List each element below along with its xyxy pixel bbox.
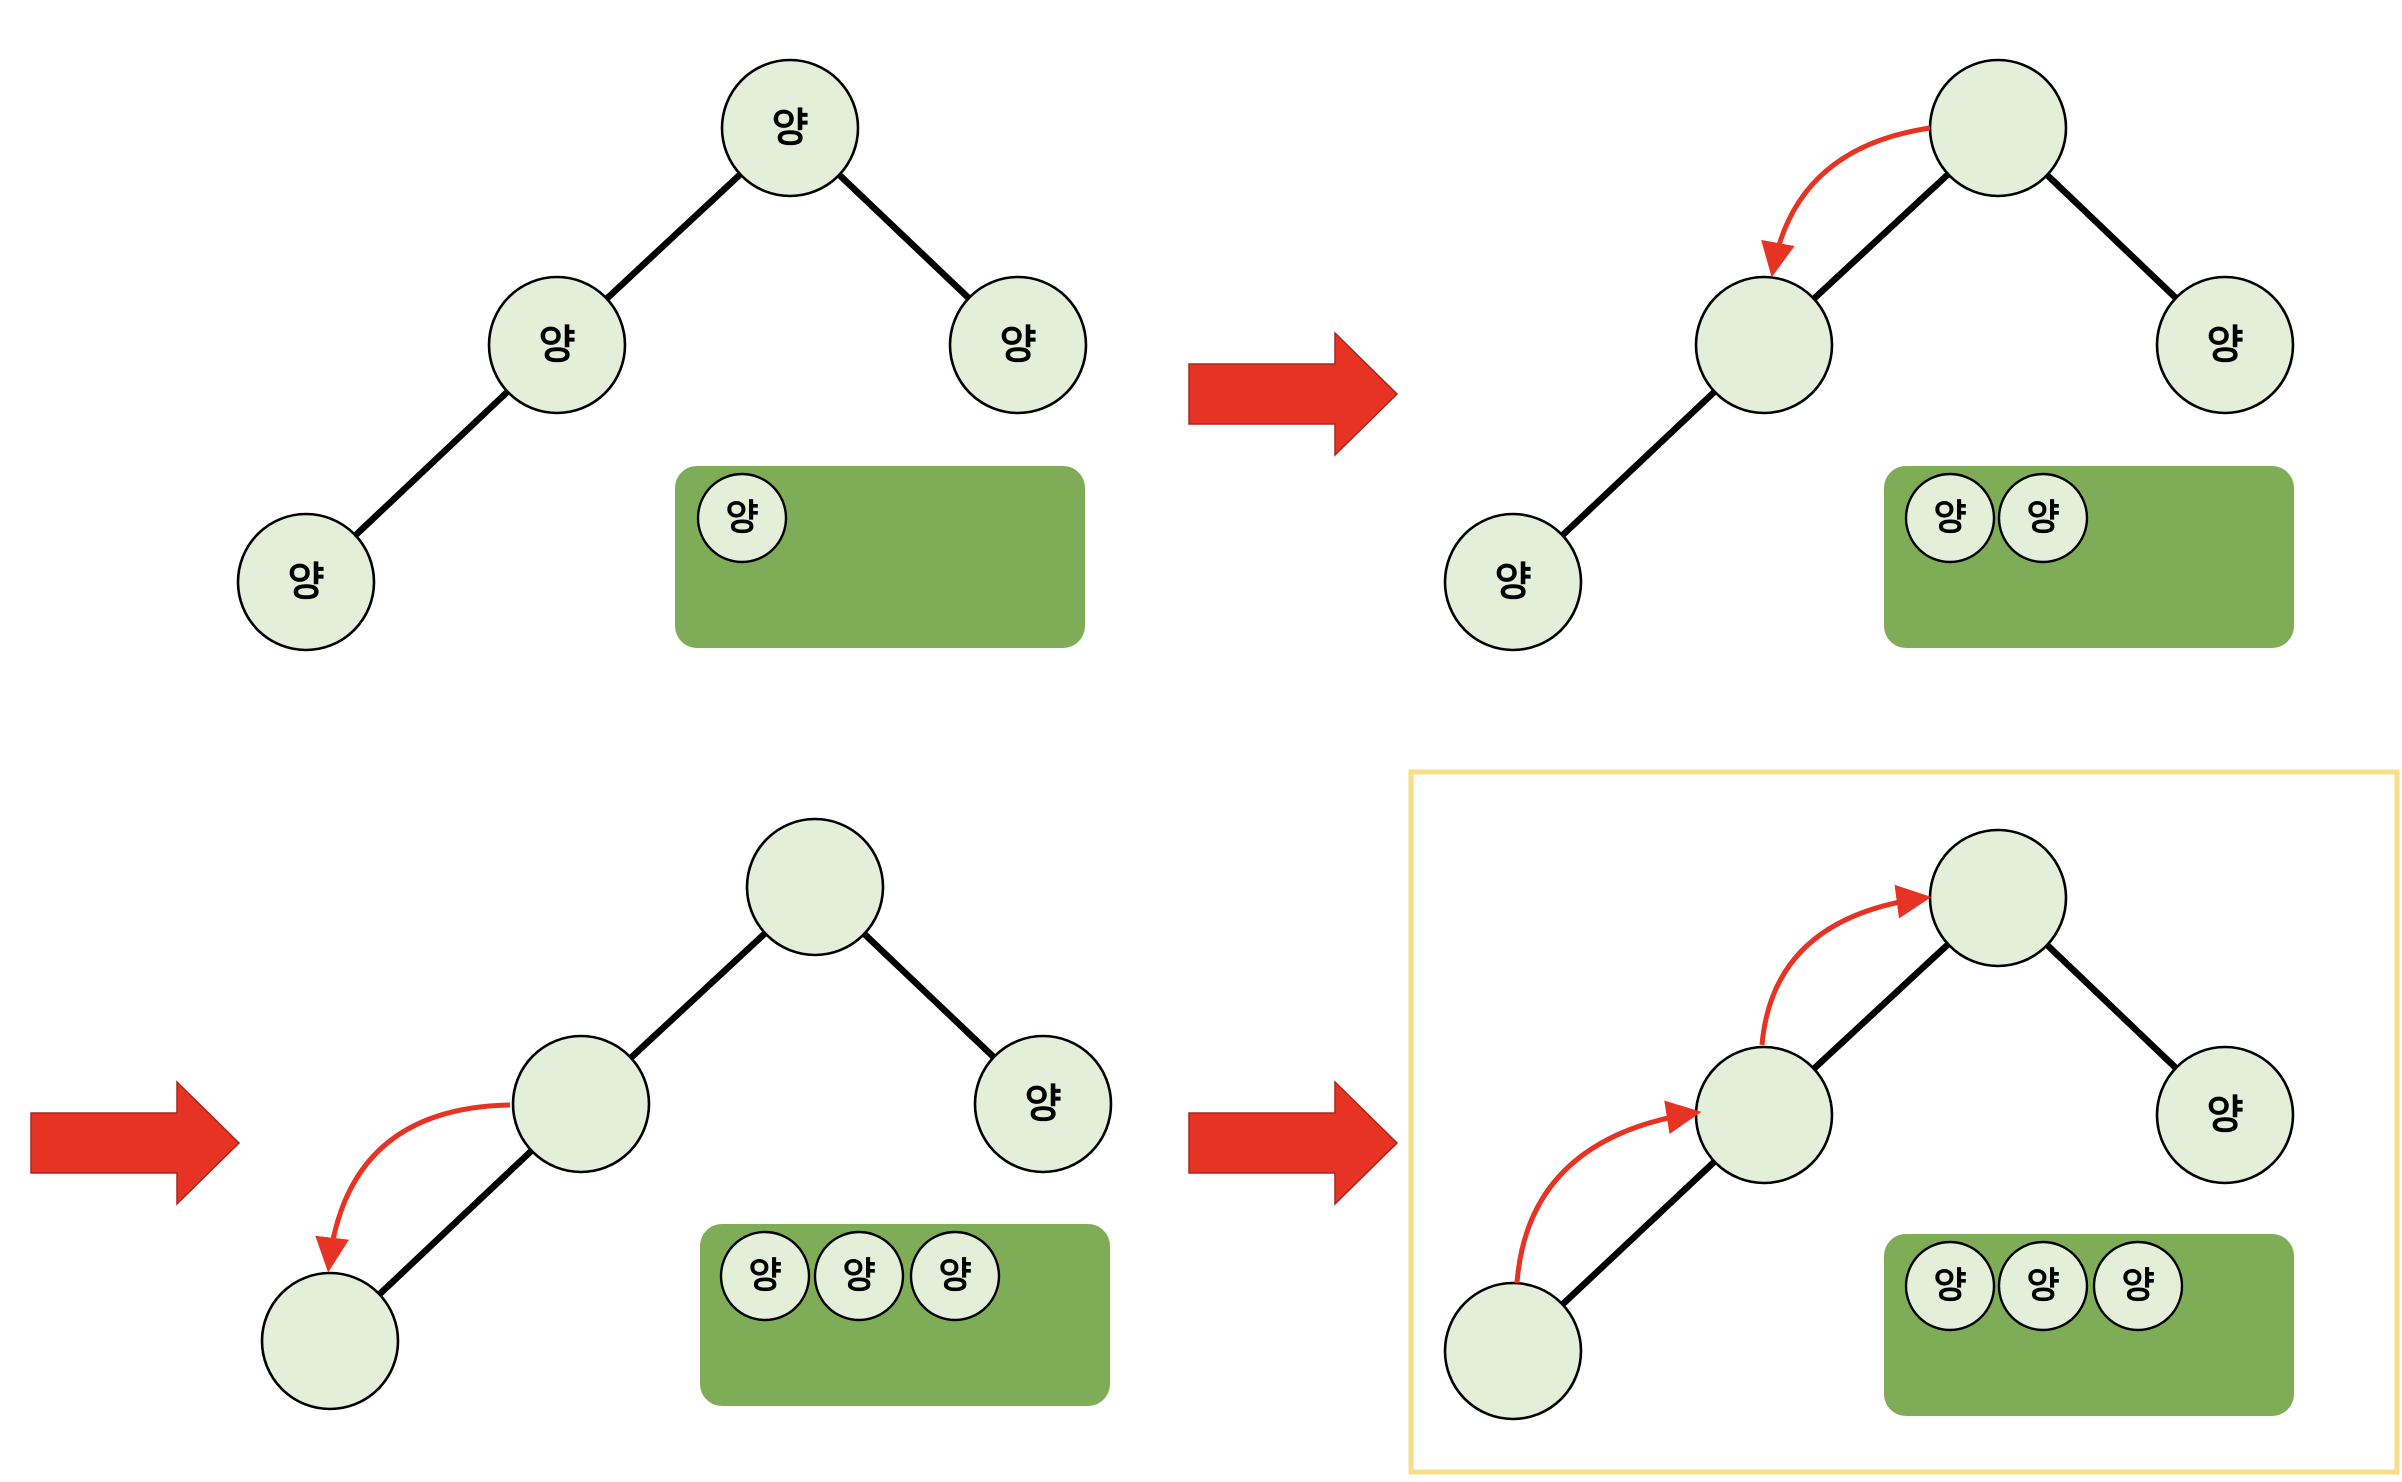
tree-node-root xyxy=(745,817,885,957)
tree-edge-root-to-right xyxy=(2043,941,2180,1072)
collected-item: 양 xyxy=(696,472,788,564)
tree-node-label: 양 xyxy=(1025,1081,1062,1127)
tree-node-root xyxy=(1928,58,2068,198)
tree-edge-root-to-left xyxy=(627,929,769,1062)
tree-node-right: 양 xyxy=(2155,275,2295,415)
collected-item-label: 양 xyxy=(2026,1266,2059,1307)
collected-item-label: 양 xyxy=(938,1256,971,1297)
highlight-frame xyxy=(1408,769,2400,1475)
tree-edge-root-to-left xyxy=(1810,940,1952,1073)
tree-node-left: 양 xyxy=(487,275,627,415)
collected-item: 양 xyxy=(1904,472,1996,564)
tree-node-left xyxy=(1694,1045,1834,1185)
tree-edge-left-to-left-left xyxy=(375,1146,536,1299)
collected-item: 양 xyxy=(1997,472,2089,564)
tree-node-root: 양 xyxy=(720,58,860,198)
tree-edge-root-to-left xyxy=(1810,170,1952,303)
tree-node-left-left: 양 xyxy=(1443,512,1583,652)
tree-edge-root-to-right xyxy=(835,171,973,302)
tree-node-label: 양 xyxy=(1495,559,1532,605)
tree-node-right: 양 xyxy=(2155,1045,2295,1185)
tree-edge-left-to-left-left xyxy=(1558,1157,1719,1309)
collected-item-label: 양 xyxy=(2026,498,2059,539)
collected-item: 양 xyxy=(909,1230,1001,1322)
tree-node-label: 양 xyxy=(2207,322,2244,368)
flow-arrow-1 xyxy=(1188,331,1399,457)
tree-node-left xyxy=(511,1034,651,1174)
transfer-arrow-left-to-root xyxy=(1759,884,1932,1046)
collected-item-label: 양 xyxy=(842,1256,875,1297)
flow-arrow-3 xyxy=(1188,1080,1399,1206)
transfer-arrow-root-to-left xyxy=(1761,125,1931,278)
tree-node-right: 양 xyxy=(973,1034,1113,1174)
tree-edge-root-to-right xyxy=(2043,171,2180,302)
tree-node-left-left xyxy=(260,1271,400,1411)
transfer-arrow-left-left-to-left xyxy=(1514,1100,1702,1284)
tree-node-left xyxy=(1694,275,1834,415)
collected-item: 양 xyxy=(1997,1240,2089,1332)
transfer-arrow-left-to-left-left xyxy=(315,1102,511,1273)
tree-edge-root-to-right xyxy=(860,930,998,1061)
collected-item: 양 xyxy=(1904,1240,1996,1332)
collected-item-label: 양 xyxy=(2121,1266,2154,1307)
tree-node-label: 양 xyxy=(772,105,809,151)
tree-node-label: 양 xyxy=(539,322,576,368)
tree-node-label: 양 xyxy=(1000,322,1037,368)
tree-node-left-left: 양 xyxy=(236,512,376,652)
tree-node-left-left xyxy=(1443,1281,1583,1421)
collected-item-label: 양 xyxy=(1933,1266,1966,1307)
collected-item: 양 xyxy=(2092,1240,2184,1332)
collected-item: 양 xyxy=(813,1230,905,1322)
collected-item: 양 xyxy=(719,1230,811,1322)
tree-node-root xyxy=(1928,828,2068,968)
collected-item-label: 양 xyxy=(748,1256,781,1297)
collected-item-label: 양 xyxy=(1933,498,1966,539)
tree-edge-left-to-left-left xyxy=(1558,387,1719,540)
collected-item-label: 양 xyxy=(725,498,758,539)
flow-arrow-2 xyxy=(30,1080,241,1206)
tree-node-label: 양 xyxy=(2207,1092,2244,1138)
tree-edge-left-to-left-left xyxy=(351,387,512,540)
tree-node-right: 양 xyxy=(948,275,1088,415)
tree-edge-root-to-left xyxy=(603,170,744,303)
tree-node-label: 양 xyxy=(288,559,325,605)
